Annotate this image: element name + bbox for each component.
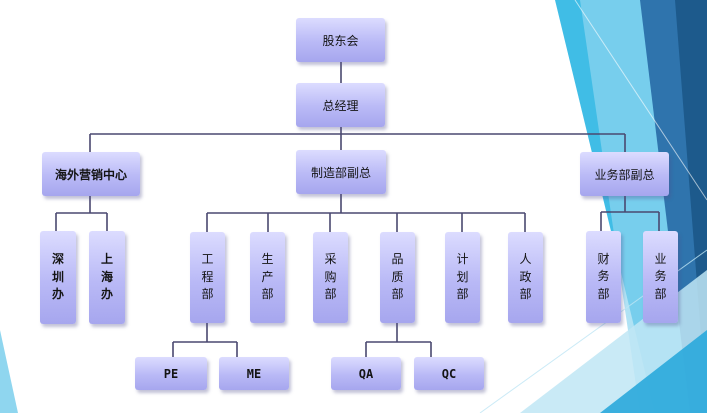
node-shanghai-office: 上海办: [89, 231, 125, 324]
node-hr-admin: 人政部: [508, 232, 543, 323]
node-engineering: 工程部: [190, 232, 225, 323]
node-qa: QA: [331, 357, 401, 390]
node-label: PE: [163, 366, 179, 381]
node-label: 品质部: [391, 252, 404, 302]
bottom-cyan-triangle: [600, 330, 707, 413]
node-label: QA: [358, 366, 374, 381]
node-label: 人政部: [519, 252, 532, 302]
node-shareholders: 股东会: [296, 18, 385, 62]
node-finance: 财务部: [586, 231, 621, 323]
node-label: 上海办: [101, 252, 114, 302]
node-label: 总经理: [322, 98, 359, 113]
node-me: ME: [219, 357, 289, 390]
node-purchasing: 采购部: [313, 232, 348, 323]
node-label: 深圳办: [52, 252, 65, 302]
node-sales: 业务部: [643, 231, 678, 323]
node-label: 海外营销中心: [54, 167, 127, 182]
node-quality: 品质部: [380, 232, 415, 323]
node-general-manager: 总经理: [296, 83, 385, 127]
node-label: 制造部副总: [310, 165, 371, 180]
node-label: 工程部: [201, 252, 214, 302]
node-label: 计划部: [456, 252, 469, 302]
node-manufacturing-vp: 制造部副总: [296, 150, 386, 194]
node-production: 生产部: [250, 232, 285, 323]
node-label: 生产部: [261, 252, 274, 302]
node-label: 财务部: [597, 251, 610, 301]
node-business-vp: 业务部副总: [580, 152, 669, 196]
node-planning: 计划部: [445, 232, 480, 323]
node-label: 采购部: [324, 252, 337, 302]
left-edge-triangle: [0, 330, 18, 413]
node-label: QC: [441, 366, 457, 381]
decor-line: [574, 0, 707, 201]
node-overseas-marketing: 海外营销中心: [42, 152, 140, 196]
node-qc: QC: [414, 357, 484, 390]
node-label: 业务部副总: [594, 167, 655, 182]
node-label: 股东会: [322, 33, 359, 48]
node-pe: PE: [135, 357, 207, 390]
node-shenzhen-office: 深圳办: [40, 231, 76, 324]
node-label: ME: [246, 366, 262, 381]
node-label: 业务部: [654, 251, 667, 301]
